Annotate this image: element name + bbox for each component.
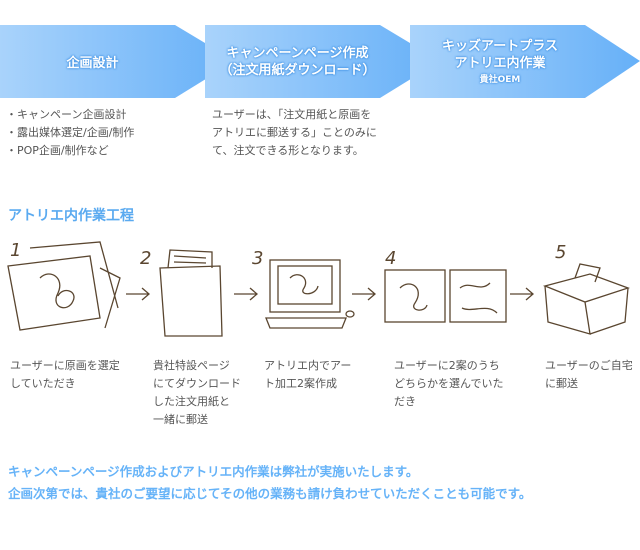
list-item: ・露出媒体選定/企画/制作 xyxy=(6,126,135,139)
arrow-icon xyxy=(510,287,534,301)
flow-title-line: （注文用紙ダウンロード） xyxy=(219,62,376,78)
list-item: ・キャンペーン企画設計 xyxy=(6,108,127,121)
arrow-icon xyxy=(126,287,150,301)
planning-items: ・キャンペーン企画設計 ・露出媒体選定/企画/制作 ・POP企画/制作など xyxy=(6,106,134,160)
list-item: ・POP企画/制作など xyxy=(6,144,109,157)
text-line: どちらかを選んでいた xyxy=(394,377,504,390)
text-line: した注文用紙と xyxy=(153,395,230,408)
flow-title: 企画設計 xyxy=(66,56,119,71)
flow-step-planning: 企画設計 xyxy=(0,25,235,98)
text-line: ユーザーに原画を選定 xyxy=(10,359,120,372)
text-line: にてダウンロード xyxy=(153,377,241,390)
campaign-description: ユーザーは、「注文用紙と原画を アトリエに郵送する」ことのみに て、注文できる形… xyxy=(212,106,377,160)
process-heading: アトリエ内作業工程 xyxy=(8,208,134,224)
flow-title: キャンペーンページ作成（注文用紙ダウンロード） xyxy=(219,45,375,79)
flow-title-line: アトリエ内作業 xyxy=(454,56,546,71)
artwork-papers-icon xyxy=(7,241,121,331)
flow-step-campaign-page: キャンペーンページ作成（注文用紙ダウンロード） xyxy=(205,25,440,98)
two-artworks-icon xyxy=(384,269,507,323)
step-number: 1 xyxy=(10,240,21,261)
text-line: ユーザーに2案のうち xyxy=(394,359,500,372)
text-line: ユーザーのご自宅 xyxy=(545,359,633,372)
step-number: 3 xyxy=(252,248,263,269)
flow-title-line: キャンペーンページ作成 xyxy=(226,45,369,61)
step-number: 5 xyxy=(555,242,566,263)
text-line: アトリエに郵送する」ことのみに xyxy=(212,126,377,139)
text-line: アトリエ内でアー xyxy=(264,359,352,372)
process-step: アトリエ内でアート加工2案作成 xyxy=(264,357,351,393)
process-step: ユーザーのご自宅に郵送 xyxy=(545,357,633,393)
process-step: 貴社特設ページにてダウンロードした注文用紙と一緒に郵送 xyxy=(153,357,241,429)
flow-title-line: キッズアートプラス xyxy=(442,39,558,54)
text-line: だき xyxy=(394,395,416,408)
footer-note: キャンペーンページ作成およびアトリエ内作業は弊社が実施いたします。 xyxy=(8,464,419,479)
process-step: ユーザーに2案のうちどちらかを選んでいただき xyxy=(394,357,503,411)
text-line: ト加工2案作成 xyxy=(264,377,337,390)
text-line: 一緒に郵送 xyxy=(153,413,208,426)
text-line: ユーザーは、「注文用紙と原画を xyxy=(212,108,372,121)
text-line: に郵送 xyxy=(545,377,578,390)
text-line: していただき xyxy=(10,377,76,390)
box-icon xyxy=(542,263,630,335)
step-number: 2 xyxy=(140,248,151,269)
text-line: 貴社特設ページ xyxy=(153,359,230,372)
envelope-icon xyxy=(159,249,223,337)
arrow-icon xyxy=(352,287,376,301)
arrow-icon xyxy=(234,287,258,301)
process-step: ユーザーに原画を選定していただき xyxy=(10,357,120,393)
process-illustrations: 1 2 3 4 5 xyxy=(7,240,630,337)
computer-icon xyxy=(265,259,355,329)
flow-subtitle: 貴社OEM xyxy=(479,75,521,85)
flow-step-atelier: キッズアートプラスアトリエ内作業貴社OEM xyxy=(410,25,640,98)
flow-title: キッズアートプラスアトリエ内作業 xyxy=(442,38,558,72)
step-number: 4 xyxy=(385,248,396,269)
text-line: て、注文できる形となります。 xyxy=(212,144,364,157)
footer-note: 企画次第では、貴社のご要望に応じてその他の業務も請け負わせていただくことも可能で… xyxy=(8,486,532,501)
